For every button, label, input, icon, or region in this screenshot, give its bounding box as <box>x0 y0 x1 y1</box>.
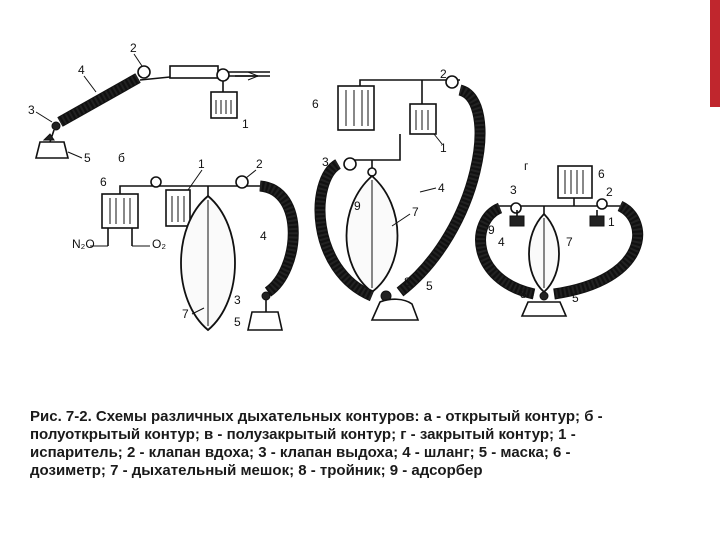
panel-b-letter: б <box>118 151 125 165</box>
label-c-7: 7 <box>412 205 419 219</box>
label-b-7: 7 <box>182 307 189 321</box>
label-d-8: 8 <box>520 287 527 301</box>
panel-c-dosimeter <box>337 85 375 131</box>
label-c-2: 2 <box>440 67 447 81</box>
panel-b-inhale-valve <box>235 175 249 189</box>
panel-b-dosimeter <box>101 193 139 229</box>
label-d-6: 6 <box>598 167 605 181</box>
panel-a-exhale-valve <box>51 121 61 131</box>
label-c-1: 1 <box>440 141 447 155</box>
figure-caption: Рис. 7-2. Схемы различных дыхательных ко… <box>30 408 603 479</box>
breathing-circuits-diagram: 2 4 3 5 1 б N₂O O₂ <box>20 30 660 360</box>
panel-b-exhale-valve <box>261 291 271 301</box>
accent-bar <box>710 0 720 107</box>
panel-d-exhale-valve <box>510 202 522 214</box>
panel-a-inhale-valve <box>137 65 151 79</box>
label-d-7: 7 <box>566 235 573 249</box>
label-d-5: 5 <box>572 291 579 305</box>
label-a-4: 4 <box>78 63 85 77</box>
panel-b-n2o-label: N₂O <box>72 237 95 251</box>
panel-a-mask <box>34 141 70 159</box>
label-c-9: 9 <box>354 199 361 213</box>
label-b-2: 2 <box>256 157 263 171</box>
panel-d-dosimeter <box>557 165 593 199</box>
label-d-9: 9 <box>488 223 495 237</box>
panel-d-tee <box>539 291 549 301</box>
panel-d-absorber-right <box>589 215 605 227</box>
panel-c-vaporizer <box>409 103 437 135</box>
label-b-6: 6 <box>100 175 107 189</box>
label-d-3: 3 <box>510 183 517 197</box>
label-a-1: 1 <box>242 117 249 131</box>
label-c-5: 5 <box>426 279 433 293</box>
panel-c-inhale-valve <box>445 75 459 89</box>
label-c-3: 3 <box>322 155 329 169</box>
panel-c-semi-closed-circuit: 6 2 1 3 4 9 7 8 5 <box>312 67 486 321</box>
label-d-1: 1 <box>608 215 615 229</box>
panel-a-open-circuit: 2 4 3 5 1 <box>28 41 270 165</box>
panel-c-exhale-valve <box>343 157 357 171</box>
panel-a-vaporizer <box>210 91 238 119</box>
panel-b-semi-open-circuit: б N₂O O₂ 6 1 2 4 3 7 5 <box>72 151 299 332</box>
panel-d-closed-circuit: г 3 6 2 1 9 4 7 8 5 <box>475 159 644 317</box>
label-b-4: 4 <box>260 229 267 243</box>
label-b-5: 5 <box>234 315 241 329</box>
label-d-4: 4 <box>498 235 505 249</box>
label-a-5: 5 <box>84 151 91 165</box>
label-a-3: 3 <box>28 103 35 117</box>
panel-b-mask <box>247 311 283 331</box>
label-c-8: 8 <box>404 275 411 289</box>
label-a-2: 2 <box>130 41 137 55</box>
panel-d-mask <box>520 301 568 317</box>
label-c-4: 4 <box>438 181 445 195</box>
diagram-svg: 2 4 3 5 1 б N₂O O₂ <box>28 41 644 332</box>
label-d-2: 2 <box>606 185 613 199</box>
label-b-1: 1 <box>198 157 205 171</box>
panel-d-inhale-valve <box>596 198 608 210</box>
label-b-3: 3 <box>234 293 241 307</box>
label-c-6: 6 <box>312 97 319 111</box>
panel-b-o2-label: O₂ <box>152 237 166 251</box>
panel-d-absorber-left <box>509 215 525 227</box>
panel-a-valve-right <box>216 68 230 82</box>
panel-d-letter: г <box>524 159 529 173</box>
panel-c-mask <box>370 298 420 321</box>
panel-a-tube <box>169 65 219 79</box>
